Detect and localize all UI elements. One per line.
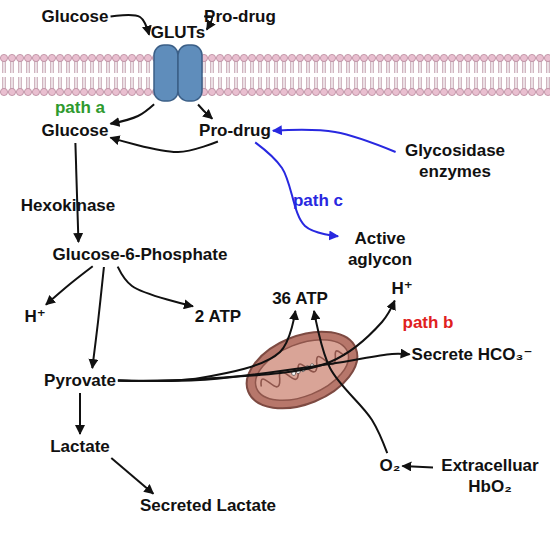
node-text: O₂ (380, 455, 401, 476)
node-text: Glycosidase enzymes (398, 140, 513, 182)
transporter-subunit (154, 45, 178, 101)
path-label: path a (55, 97, 105, 118)
metabolite-node: Pro-drug (204, 6, 276, 27)
metabolite-node: Glucose-6-Phosphate (53, 244, 228, 265)
metabolite-node: Secrete HCO₃⁻ (412, 344, 533, 365)
reaction-arrow (118, 267, 193, 307)
node-text: 36 ATP (272, 288, 328, 309)
metabolite-node: Glucose (41, 6, 108, 27)
node-text: 2 ATP (195, 306, 241, 327)
reaction-arrow (118, 354, 410, 381)
transporter-node: GLUTs (150, 22, 206, 103)
node-text: Pro-drug (199, 120, 271, 141)
metabolite-node: 36 ATP (272, 288, 328, 309)
node-text: H⁺ (24, 306, 45, 327)
node-text: Secrete HCO₃⁻ (412, 344, 533, 365)
metabolite-node: O₂ (380, 455, 401, 476)
node-text: Glucose-6-Phosphate (53, 244, 228, 265)
node-text: Glucose (41, 6, 108, 27)
metabolite-node: Glycosidase enzymes (398, 140, 513, 182)
node-text: Active aglycon (340, 228, 420, 270)
metabolite-node: Active aglycon (340, 228, 420, 270)
node-text: Secreted Lactate (140, 495, 276, 516)
reaction-arrow (118, 301, 395, 381)
reaction-arrow (402, 466, 433, 467)
transporter-subunit (178, 45, 202, 101)
node-text: Glucose (41, 120, 108, 141)
metabolite-node: Pro-drug (199, 120, 271, 141)
metabolite-node: 2 ATP (195, 306, 241, 327)
cell-membrane (0, 54, 550, 96)
glut-transporter (150, 43, 206, 103)
reaction-arrow (79, 393, 81, 434)
node-text: GLUTs (150, 22, 206, 43)
reaction-arrow (255, 142, 338, 236)
reaction-arrow (111, 458, 153, 494)
reaction-arrow (273, 130, 396, 152)
path-label: path c (293, 190, 343, 211)
metabolite-node: H⁺ (391, 278, 412, 299)
metabolite-node: Lactate (50, 436, 110, 457)
path-label: Hexokinase (21, 195, 116, 216)
metabolite-node: Extracelluar HbO₂ (435, 455, 545, 497)
reaction-arrow (111, 15, 150, 35)
node-text: Pyrovate (44, 370, 116, 391)
reaction-arrow (75, 143, 78, 242)
node-text: H⁺ (391, 278, 412, 299)
reaction-arrow (314, 311, 387, 453)
metabolite-node: Secreted Lactate (140, 495, 276, 516)
path-label: path b (403, 312, 454, 333)
node-text: Lactate (50, 436, 110, 457)
metabolite-node: H⁺ (24, 306, 45, 327)
reaction-arrow (110, 104, 154, 124)
metabolite-node: Pyrovate (44, 370, 116, 391)
metabolite-node: Glucose (41, 120, 108, 141)
reaction-arrow (92, 267, 104, 368)
node-text: Pro-drug (204, 6, 276, 27)
reaction-arrow (198, 104, 212, 118)
reaction-arrow (46, 266, 93, 304)
node-text: Extracelluar HbO₂ (435, 455, 545, 497)
